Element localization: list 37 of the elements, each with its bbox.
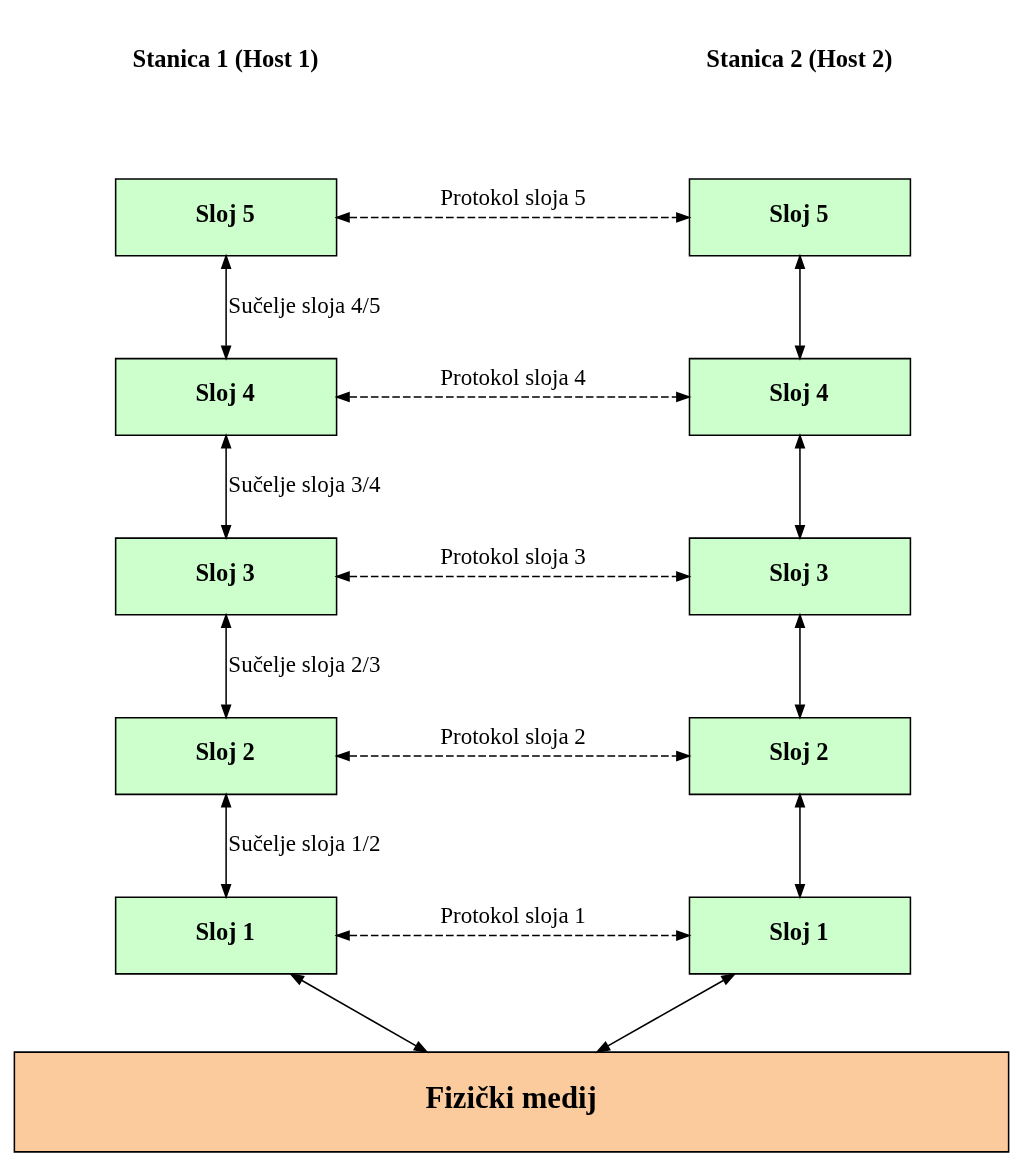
label: Stanica 1 (Host 1) <box>132 44 319 72</box>
edge-label: Protokol sloja 3 <box>440 542 586 569</box>
arrow <box>288 972 429 1053</box>
arrow <box>220 791 232 899</box>
arrow <box>594 972 737 1053</box>
node-box: Sloj 1 <box>114 895 338 975</box>
edge-label: Protokol sloja 4 <box>440 363 586 390</box>
edge-label: Sučelje sloja 2/3 <box>228 650 381 677</box>
arrow <box>220 432 232 540</box>
node-box: Sloj 5 <box>688 177 912 257</box>
edge-label: Protokol sloja 5 <box>440 183 586 210</box>
arrow <box>334 391 692 402</box>
edge-label: Protokol sloja 2 <box>440 722 586 749</box>
node-box: Sloj 4 <box>688 357 912 436</box>
arrow <box>220 253 232 361</box>
node-box: Sloj 3 <box>114 536 338 616</box>
node-box: Sloj 3 <box>688 536 912 616</box>
arrow <box>794 612 806 720</box>
arrow <box>794 432 806 540</box>
label: Stanica 2 (Host 2) <box>706 44 893 72</box>
node-box: Sloj 4 <box>114 357 338 436</box>
arrow <box>334 929 692 941</box>
edge-label: Protokol sloja 1 <box>440 901 586 928</box>
arrow <box>794 253 806 361</box>
edge-label: Sučelje sloja 4/5 <box>228 291 381 318</box>
edge-label: Sučelje sloja 1/2 <box>228 829 381 856</box>
edge-label: Sučelje sloja 3/4 <box>228 470 381 497</box>
arrow <box>334 570 692 582</box>
node-box: Sloj 2 <box>114 716 338 795</box>
arrow <box>794 791 806 899</box>
arrow <box>334 750 692 761</box>
node-box: Sloj 1 <box>688 895 912 975</box>
arrow <box>220 612 232 720</box>
arrow <box>334 211 692 223</box>
node-box: Fizički medij <box>13 1050 1010 1153</box>
node-box: Sloj 2 <box>688 716 912 795</box>
node-box: Sloj 5 <box>114 177 338 257</box>
